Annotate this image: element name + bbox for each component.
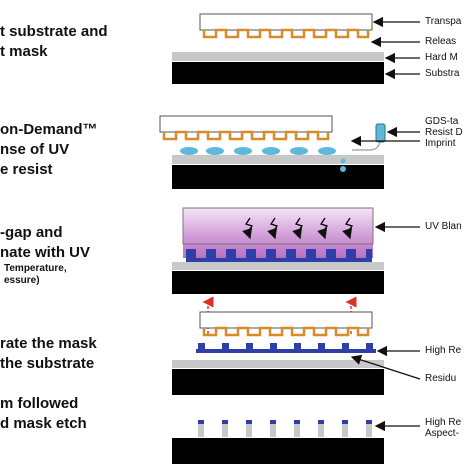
transparent-mask <box>159 115 333 133</box>
label-imprint: Imprint <box>425 138 456 149</box>
high-aspect-features <box>198 420 372 437</box>
label-high-res: High Re <box>425 345 462 356</box>
step4-text: rate the mask the substrate <box>0 334 150 374</box>
substrate-block <box>172 369 384 395</box>
hard-mask-layer <box>172 52 384 61</box>
hard-mask-layer <box>172 262 384 270</box>
step1-line2: t mask <box>0 43 48 60</box>
release-layer <box>162 130 330 141</box>
resist-droplet <box>318 147 336 155</box>
step3-subline2: essure) <box>4 275 40 286</box>
label-resist-dispense: Resist D <box>425 127 463 138</box>
step3-text: -gap and nate with UV Temperature, essur… <box>0 223 150 287</box>
hard-mask-layer <box>172 360 384 368</box>
step3-line2: nate with UV <box>0 244 91 261</box>
transparent-mask <box>199 311 373 329</box>
step2-stack <box>159 115 420 189</box>
resist-layer <box>186 249 372 262</box>
step4-stack <box>172 296 421 395</box>
label-hard-mask: Hard M <box>425 52 458 63</box>
droplet-icon <box>340 166 346 172</box>
step4-line2: the substrate <box>0 355 95 372</box>
substrate-block <box>172 62 384 84</box>
step2-line1: on-Demand™ <box>0 121 98 138</box>
step2-text: on-Demand™ nse of UV e resist <box>0 120 150 180</box>
label-residual: Residu <box>425 373 457 384</box>
step3-line1: -gap and <box>0 224 63 241</box>
resist-droplet <box>262 147 280 155</box>
step3-stack <box>172 207 420 294</box>
label-high-res-2: High Re <box>425 417 462 428</box>
step5-line2: d mask etch <box>0 415 87 432</box>
release-layer <box>202 28 370 39</box>
step1-line1: t substrate and <box>0 23 108 40</box>
dispenser-icon <box>375 123 386 143</box>
step5-stack <box>172 420 420 464</box>
substrate-block <box>172 271 384 294</box>
droplet-icon <box>340 158 346 164</box>
step3-subline1: Temperature, <box>4 263 67 274</box>
step2-line3: e resist <box>0 161 53 178</box>
step4-line1: rate the mask <box>0 335 97 352</box>
label-substrate: Substra <box>425 68 460 79</box>
transparent-mask <box>199 13 373 31</box>
substrate-block <box>172 438 384 464</box>
label-aspect: Aspect- <box>425 428 459 439</box>
label-transparent: Transpa <box>425 16 462 27</box>
resist-droplet <box>234 147 252 155</box>
resist-droplet <box>290 147 308 155</box>
step1-stack <box>172 13 420 84</box>
step5-line1: m followed <box>0 395 79 412</box>
release-layer <box>202 326 370 337</box>
step5-text: m followed d mask etch <box>0 394 150 434</box>
resist-droplets <box>180 147 336 155</box>
resist-droplet <box>180 147 198 155</box>
step1-text: t substrate and t mask <box>0 22 150 62</box>
label-uv-blanket: UV Blan <box>425 221 462 232</box>
substrate-block <box>172 165 384 189</box>
resist-droplet <box>206 147 224 155</box>
uv-arrows <box>242 217 354 240</box>
hard-mask-layer <box>172 155 384 164</box>
label-release: Releas <box>425 36 457 47</box>
label-gds: GDS-ta <box>425 116 459 127</box>
resist-pattern <box>196 343 376 353</box>
transparent-mask <box>182 207 374 245</box>
step2-line2: nse of UV <box>0 141 70 158</box>
